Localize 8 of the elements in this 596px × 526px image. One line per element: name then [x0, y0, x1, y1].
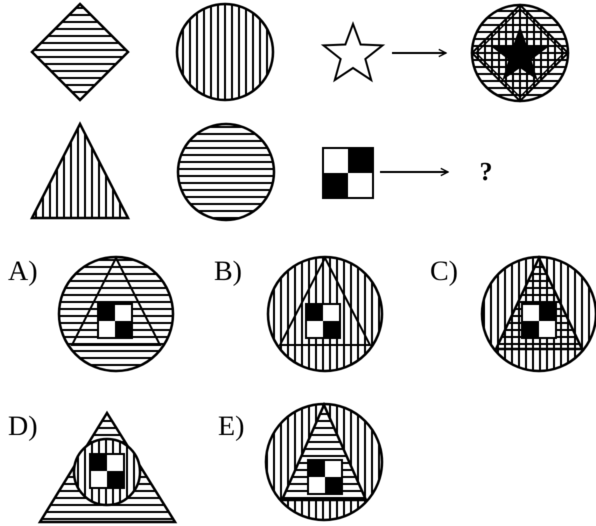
option-letter: B)	[214, 258, 242, 286]
option-letter: E)	[218, 413, 244, 441]
question-mark: ?	[480, 159, 492, 185]
option-letter: C)	[430, 258, 458, 286]
arrow	[392, 48, 447, 58]
option-letter: D)	[8, 413, 38, 441]
option-letter: A)	[8, 258, 38, 286]
arrow	[380, 168, 449, 176]
